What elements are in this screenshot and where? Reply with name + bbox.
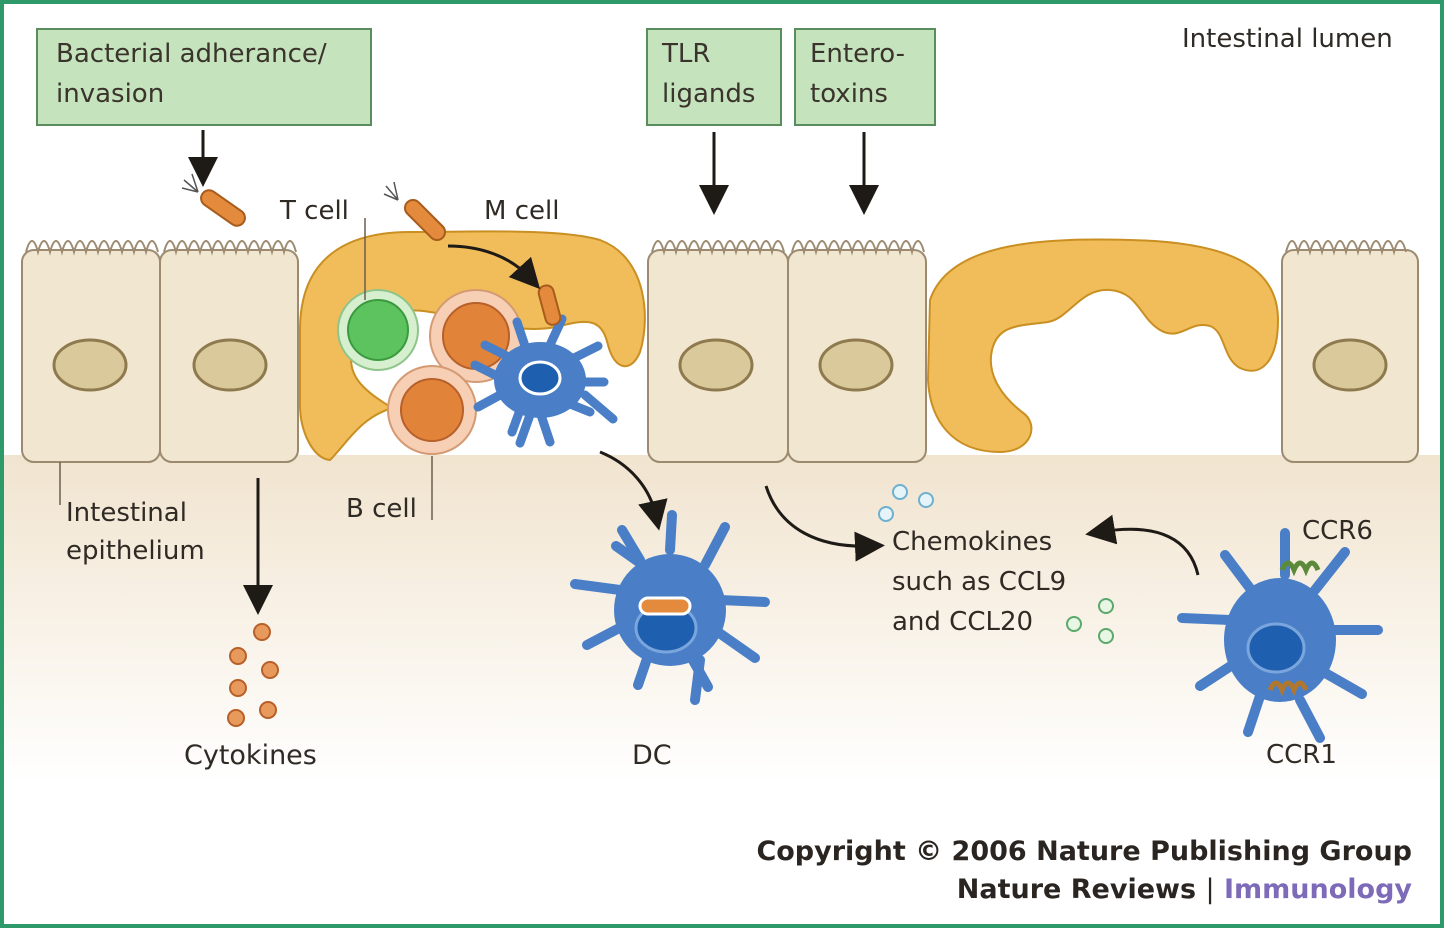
t-cell-label: T cell	[280, 196, 349, 226]
epithelium-line-1: Intestinal	[66, 498, 187, 528]
ccr6-label: CCR6	[1302, 516, 1373, 546]
arrow-dc	[599, 450, 668, 531]
ccr6-receptor	[1279, 560, 1321, 577]
journal-section: Immunology	[1223, 874, 1412, 905]
journal-name: Nature Reviews	[956, 874, 1197, 905]
dc-label: DC	[632, 740, 672, 771]
microvilli	[25, 240, 1407, 256]
pointer-lines	[59, 218, 433, 520]
cytokines	[227, 623, 279, 727]
enterotoxins-box: Entero- toxins	[794, 28, 936, 126]
dendritic-cell-small	[470, 314, 618, 448]
entero-line-1: Entero-	[810, 39, 905, 69]
copyright-text: Copyright © 2006 Nature Publishing Group	[756, 836, 1412, 867]
bacterium-2	[403, 198, 447, 242]
bacterium-3	[537, 284, 562, 326]
chemokines-green	[1066, 598, 1114, 644]
bacterium-1	[200, 189, 246, 227]
tlr-line-1: TLR	[662, 39, 711, 69]
cytokines-label: Cytokines	[184, 740, 317, 771]
tlr-ligands-box: TLR ligands	[646, 28, 782, 126]
bacterial-line-1: Bacterial adherance/	[56, 39, 327, 69]
tlr-line-2: ligands	[662, 79, 756, 109]
chemokines-label: Chemokines such as CCL9 and CCL20	[892, 522, 1066, 642]
epithelium-label: Intestinal epithelium	[66, 494, 205, 570]
bacterial-adherance-box: Bacterial adherance/ invasion	[36, 28, 372, 126]
t-cell	[337, 289, 419, 371]
m-cell-label: M cell	[484, 196, 560, 226]
ccr1-label: CCR1	[1266, 740, 1337, 770]
nucleus-3	[678, 338, 754, 392]
nucleus-5	[1312, 338, 1388, 392]
dendritic-cell-receptors	[1177, 528, 1383, 743]
bacteria	[200, 189, 562, 326]
arrow-ccr	[1085, 514, 1200, 576]
arrows	[188, 130, 1200, 615]
b-cell-label: B cell	[346, 494, 417, 524]
entero-line-2: toxins	[810, 79, 888, 109]
chemokines-line-2: such as CCL9	[892, 567, 1067, 597]
arrow-m-cell	[447, 244, 541, 290]
bacterial-line-2: invasion	[56, 79, 165, 109]
arrow-chemokines	[764, 485, 885, 562]
m-cell-1	[299, 230, 646, 462]
chemokines-line-1: Chemokines	[892, 527, 1053, 557]
b-cell-2	[387, 365, 477, 455]
nucleus-2	[192, 338, 268, 392]
chemokines	[878, 484, 934, 522]
lumen-label: Intestinal lumen	[1182, 24, 1393, 54]
epithelium-line-2: epithelium	[66, 536, 205, 566]
journal-credit: Nature Reviews | Immunology	[957, 874, 1412, 905]
dendritic-cell	[570, 510, 770, 705]
nucleus-1	[52, 338, 128, 392]
nuclei	[52, 338, 1388, 392]
m-cell-2	[926, 238, 1280, 454]
journal-separator: |	[1205, 874, 1215, 905]
nucleus-4	[818, 338, 894, 392]
chemokines-line-3: and CCL20	[892, 607, 1034, 637]
ccr1-receptor	[1267, 680, 1309, 697]
